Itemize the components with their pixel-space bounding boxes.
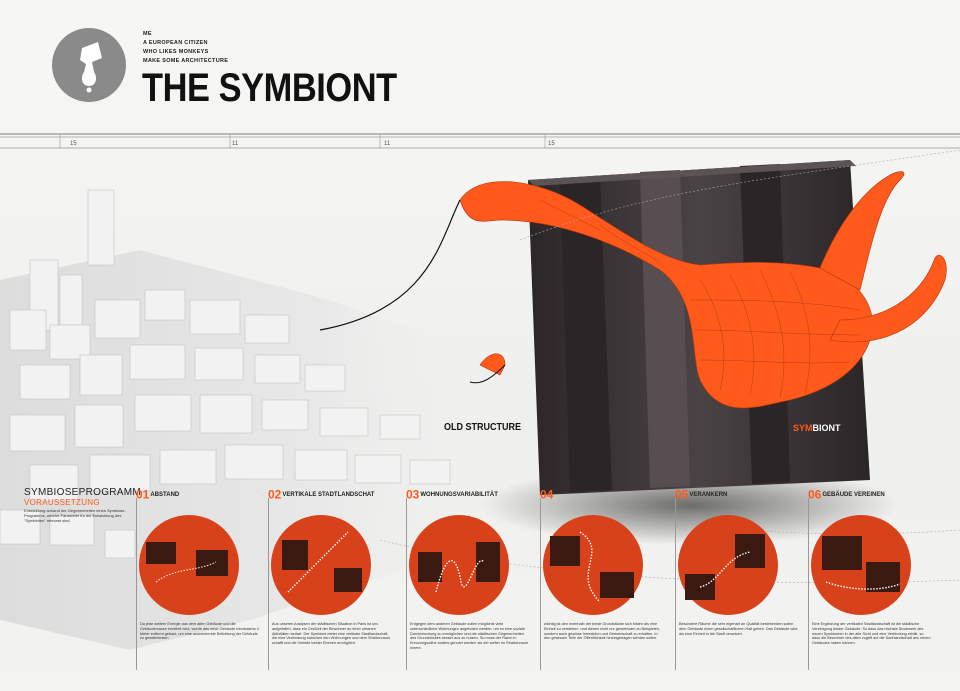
step-name: VERANKERN (689, 491, 728, 498)
ruler-label: 15 (548, 141, 555, 147)
symbiont-label-prefix: SYM (793, 423, 813, 433)
symbiont-label-suffix: BIONT (812, 423, 841, 433)
drip-icon (80, 42, 102, 93)
step-02: 02VERTIKALE STADTLANDSCHAT Aus unseren A… (268, 484, 404, 684)
step-name: ABSTAND (150, 491, 180, 498)
step-divider (540, 498, 541, 670)
section-title: SYMBIOSEPROGRAMM (24, 487, 142, 498)
step-divider (406, 498, 407, 670)
section-subtitle: VORAUSSETZUNG (24, 498, 100, 507)
step-text: wichtig ist den innerhalb der beide Grun… (544, 622, 661, 641)
step-number: 02 (268, 487, 282, 502)
ruler-label: 11 (232, 141, 239, 147)
step-text: Entgegen dem anderen Gebäude sollen mögl… (410, 622, 529, 650)
section-intro: Entwicklung anhand der Gegebenheiten ein… (24, 508, 126, 523)
step-05: 05VERANKERN Besondere Räume die sehr eig… (675, 484, 811, 684)
step-diagram (543, 515, 643, 615)
step-name: VERTIKALE STADTLANDSCHAT (282, 491, 375, 498)
step-diagram (678, 515, 778, 615)
step-diagram (271, 515, 371, 615)
step-diagram (139, 515, 239, 615)
tagline: ME A EUROPEAN CITIZEN WHO LIKES MONKEYS … (143, 30, 228, 66)
step-number: 06 (808, 487, 822, 502)
city-model (0, 150, 960, 650)
step-06: 06GEBÄUDE VEREINEN Eine Ergänzung der ve… (808, 484, 944, 684)
step-number: 01 (136, 487, 150, 502)
step-diagram (409, 515, 509, 615)
tagline-line: MAKE SOME ARCHITECTURE (143, 58, 229, 64)
symbiont-label: SYMBIONT (793, 423, 841, 433)
step-text: Aus unseren Analysen der städtischen Sit… (272, 622, 391, 646)
step-01: 01ABSTAND Da jede weitere Energie aus de… (136, 484, 272, 684)
step-divider (808, 498, 809, 670)
step-divider (136, 498, 137, 670)
monkey-logo (52, 28, 126, 102)
old-structure-label: OLD STRUCTURE (444, 422, 522, 433)
step-text: Besondere Räume die sehr eigenart an Qua… (679, 622, 798, 636)
step-divider (268, 498, 269, 670)
step-diagram (811, 515, 911, 615)
step-number: 04 (540, 487, 554, 502)
step-number: 05 (675, 487, 689, 502)
step-03: 03WOHNUNGSVARIABILITÄT Entgegen dem ande… (406, 484, 542, 684)
tagline-line: A EUROPEAN CITIZEN (143, 40, 208, 46)
tagline-line: ME (143, 31, 152, 37)
ruler-label: 11 (384, 141, 391, 147)
step-name: WOHNUNGSVARIABILITÄT (420, 491, 498, 498)
section-ruler: 15 11 11 15 (0, 133, 960, 149)
step-text: Da jede weitere Energie aus dem alten Ge… (140, 622, 259, 641)
tagline-line: WHO LIKES MONKEYS (143, 49, 209, 55)
poster-title: THE SYMBIONT (142, 66, 397, 110)
step-divider (675, 498, 676, 670)
ruler-label: 15 (70, 141, 77, 147)
step-name: GEBÄUDE VEREINEN (822, 491, 885, 498)
step-number: 03 (406, 487, 420, 502)
step-04: 04 wichtig ist den innerhalb der beide G… (540, 484, 676, 684)
step-text: Eine Ergänzung der vertikalen Stadtlands… (812, 622, 931, 646)
